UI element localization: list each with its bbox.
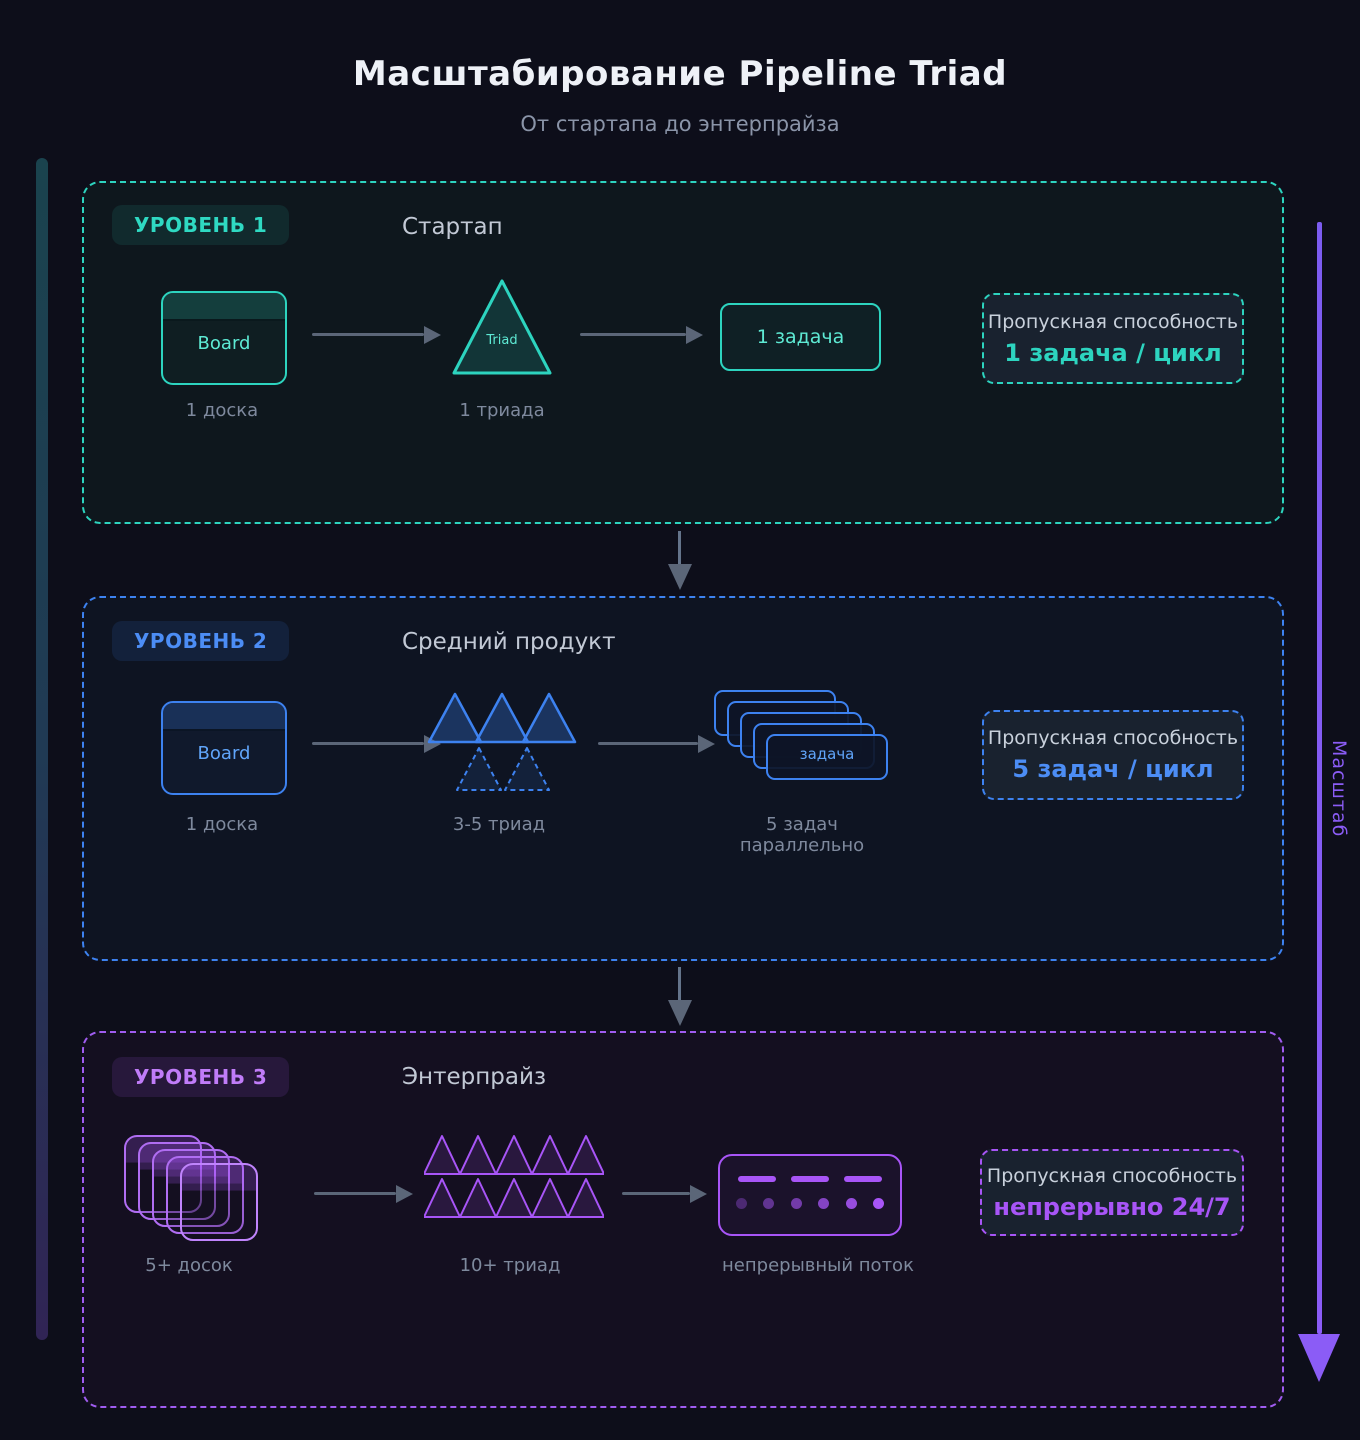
arrow-board-to-triads-head-icon	[424, 735, 441, 753]
arrow-board-to-triad-head-icon	[424, 326, 441, 344]
board-caption: 1 доска	[185, 814, 259, 835]
level-3-panel: УРОВЕНЬ 3 Энтерпрайз 5+ досок 10+ триад	[82, 1031, 1284, 1408]
task-card-label: задача	[799, 745, 855, 763]
throughput-title: Пропускная способность	[987, 727, 1239, 749]
connector-1-2-stem	[678, 531, 681, 564]
triad-cluster-icon	[427, 692, 577, 791]
triad-triangle-svg	[452, 279, 552, 375]
parallel-task-cards-icon: задача	[714, 690, 889, 780]
triad-label: Triad	[486, 333, 518, 348]
page-title: Масштабирование Pipeline Triad	[352, 54, 1008, 94]
scale-axis-arrowhead-icon	[1298, 1334, 1340, 1382]
triads-caption: 3-5 триад	[452, 814, 546, 835]
connector-2-3-arrowhead-icon	[668, 1000, 692, 1026]
arrow-boards-to-triads	[314, 1192, 396, 1195]
stream-caption: непрерывный поток	[722, 1255, 914, 1276]
continuous-stream-icon	[718, 1154, 902, 1236]
arrow-triad-to-task	[580, 333, 686, 336]
level-3-title: Энтерпрайз	[402, 1064, 547, 1090]
triads-caption: 10+ триад	[459, 1255, 561, 1276]
triad-caption: 1 триада	[459, 400, 545, 421]
board-label: Board	[197, 333, 251, 354]
level-2-panel: УРОВЕНЬ 2 Средний продукт Board 1 доска …	[82, 596, 1284, 961]
level-1-panel: УРОВЕНЬ 1 Стартап Board 1 доска Triad 1 …	[82, 181, 1284, 524]
throughput-value: непрерывно 24/7	[993, 1192, 1231, 1221]
task-card-front: задача	[766, 734, 888, 780]
throughput-value: 1 задача / цикл	[1004, 338, 1222, 367]
connector-2-3-stem	[678, 967, 681, 1000]
level-2-badge: УРОВЕНЬ 2	[112, 621, 290, 661]
throughput-value: 5 задач / цикл	[1012, 755, 1214, 783]
throughput-box-level-2: Пропускная способность 5 задач / цикл	[982, 710, 1244, 800]
page-subtitle: От стартапа до энтерпрайза	[520, 112, 840, 136]
board-caption: 1 доска	[185, 400, 259, 421]
board-card	[166, 1156, 244, 1234]
level-2-title: Средний продукт	[402, 629, 616, 655]
throughput-title: Пропускная способность	[987, 310, 1239, 333]
stream-dashes	[738, 1176, 882, 1182]
arrow-triads-to-stream-head-icon	[690, 1185, 707, 1203]
task-box: 1 задача	[720, 303, 881, 371]
board-card	[152, 1149, 230, 1227]
connector-1-2-arrowhead-icon	[668, 564, 692, 590]
arrow-triads-to-tasks-head-icon	[698, 735, 715, 753]
scale-axis-label: Масштаб	[1328, 740, 1350, 838]
board-header-bar	[163, 703, 285, 731]
arrow-board-to-triad	[312, 333, 424, 336]
triad-icon: Triad	[450, 277, 554, 379]
throughput-box-level-1: Пропускная способность 1 задача / цикл	[982, 293, 1244, 384]
stream-dots	[736, 1198, 884, 1209]
board-card	[138, 1142, 216, 1220]
scale-axis-line	[1317, 222, 1322, 1334]
throughput-title: Пропускная способность	[986, 1164, 1238, 1187]
tasks-caption: 5 задач параллельно	[739, 814, 865, 856]
arrow-board-to-triads	[312, 742, 424, 745]
throughput-box-level-3: Пропускная способность непрерывно 24/7	[980, 1149, 1244, 1236]
arrow-boards-to-triads-head-icon	[396, 1185, 413, 1203]
level-1-badge: УРОВЕНЬ 1	[112, 205, 290, 245]
board-icon: Board	[161, 701, 287, 795]
triad-grid-icon	[424, 1135, 604, 1218]
boards-caption: 5+ досок	[145, 1255, 233, 1276]
level-1-title: Стартап	[402, 214, 503, 240]
board-stack-icon	[124, 1135, 258, 1241]
left-gradient-rail	[36, 158, 48, 1340]
arrow-triads-to-tasks	[598, 742, 698, 745]
board-card-front	[180, 1163, 258, 1241]
board-icon: Board	[161, 291, 287, 385]
board-header-bar	[163, 293, 285, 321]
board-label: Board	[197, 743, 251, 764]
arrow-triad-to-task-head-icon	[686, 326, 703, 344]
arrow-triads-to-stream	[622, 1192, 690, 1195]
level-3-badge: УРОВЕНЬ 3	[112, 1057, 290, 1097]
